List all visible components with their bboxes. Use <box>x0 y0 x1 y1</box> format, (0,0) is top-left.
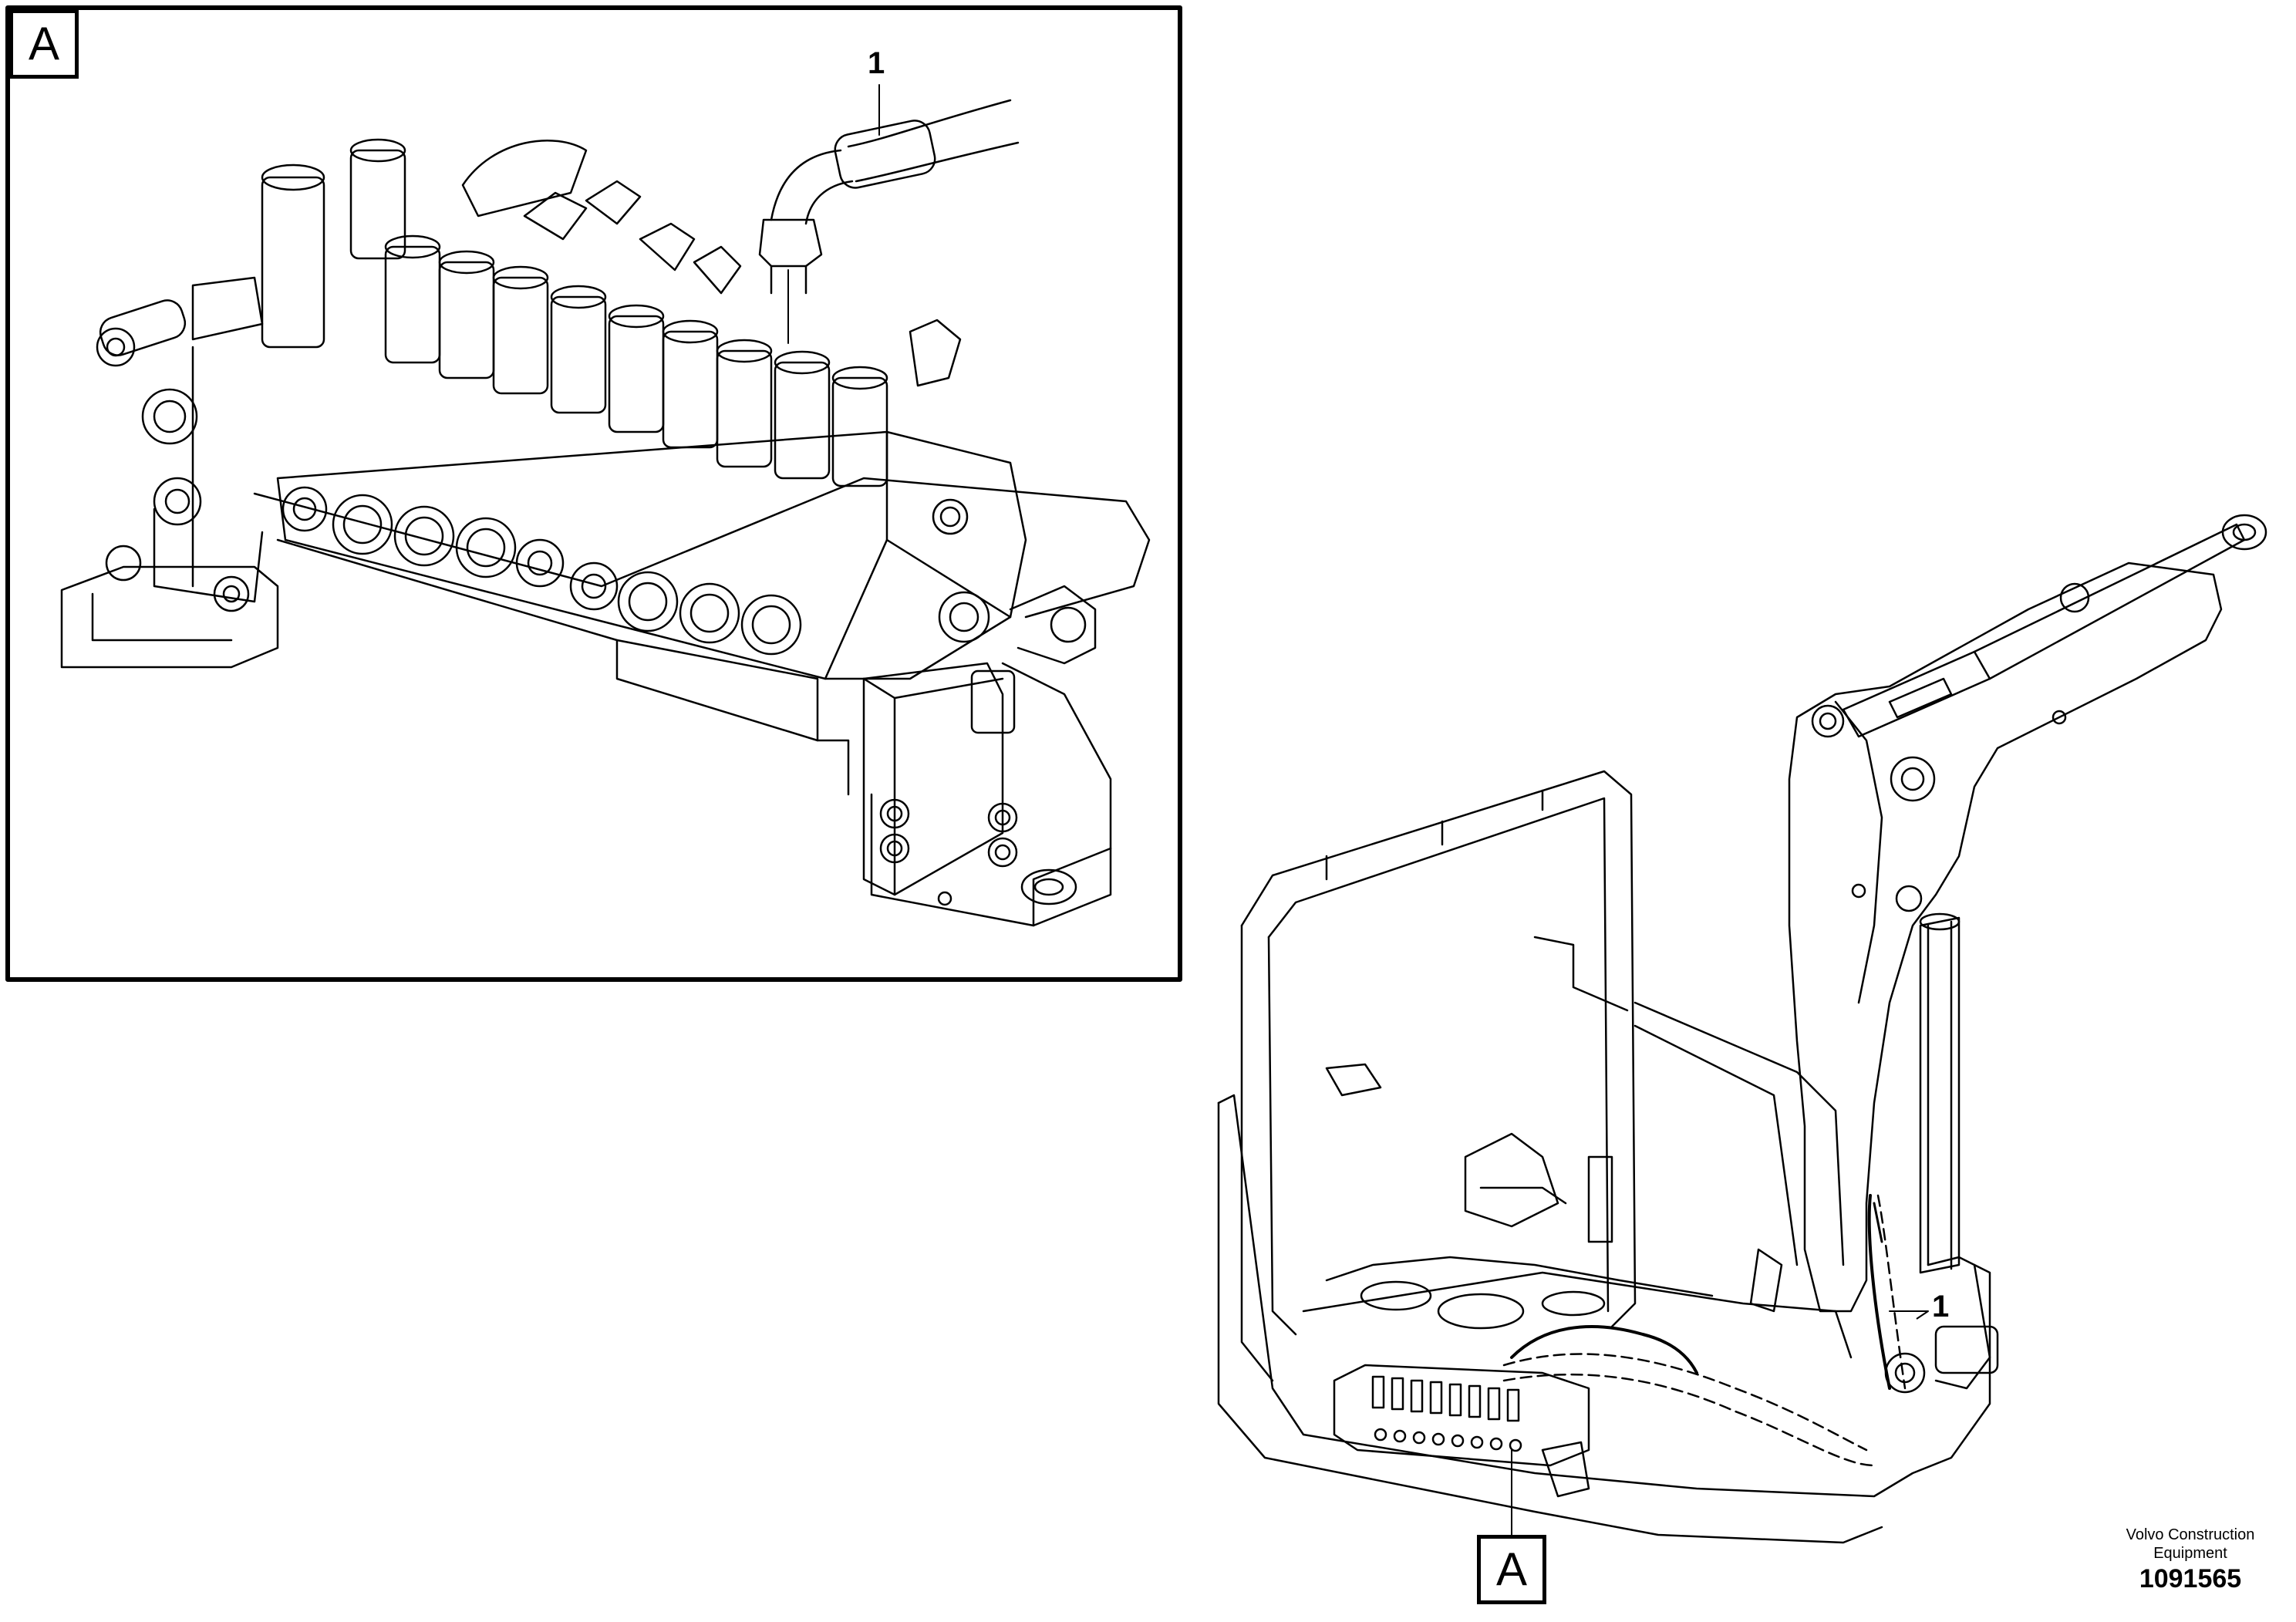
overview-boom-cylinder <box>1842 514 2267 738</box>
document-number: 1091565 <box>2139 1564 2242 1593</box>
overview-chassis <box>1217 936 1991 1544</box>
detail-tag-a: A <box>9 9 79 79</box>
overview-cab-frame <box>1240 770 1637 1382</box>
overview-detail-tag-a: A <box>1477 1535 1546 1604</box>
detail-left-fittings <box>96 276 264 612</box>
overview-leader-1 <box>1916 1310 1929 1320</box>
company-credit: Volvo Construction Equipment <box>2075 1526 2296 1563</box>
overview-boom <box>1788 561 2223 1313</box>
detail-valve-body <box>276 430 1097 680</box>
detail-top-fittings <box>261 138 962 387</box>
detail-frame <box>5 5 1182 982</box>
detail-manifold <box>862 662 1018 906</box>
overview-callout-1: 1 <box>1932 1290 1950 1324</box>
company-line-1: Volvo Construction <box>2126 1526 2255 1543</box>
detail-callout-1: 1 <box>868 46 885 80</box>
overview-hose-1 <box>1502 1194 1929 1467</box>
company-line-2: Equipment <box>2153 1545 2227 1562</box>
detail-base-plate <box>60 477 1151 927</box>
detail-lower-ports <box>282 486 802 656</box>
overview-swing-cylinder <box>1884 912 1999 1394</box>
overview-valve-block <box>1333 1364 1590 1498</box>
detail-hose-1 <box>758 84 1020 344</box>
detail-cartridges <box>384 234 888 487</box>
